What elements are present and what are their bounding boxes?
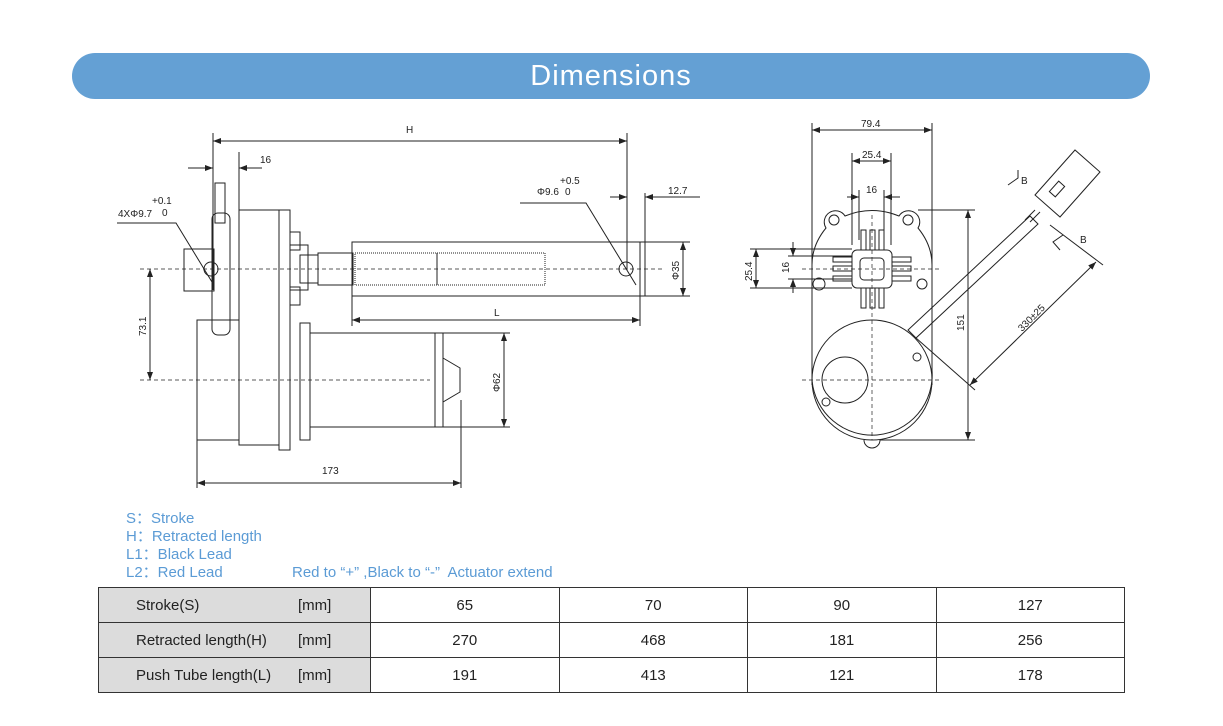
side-view-actuator [117,133,700,488]
dim-79-4-label: 79.4 [861,119,881,130]
mount-hole-tol-upper: +0.1 [152,196,172,207]
end-view-actuator [750,123,1104,449]
row-label: Retracted length(H) [98,622,298,658]
section-mark-b-1: B [1021,176,1028,187]
row-unit: [mm] [298,657,371,693]
table-cell: 70 [558,587,748,623]
table-row: Retracted length(H) [mm] 270 468 181 256 [98,622,1125,658]
table-row: Stroke(S) [mm] 65 70 90 127 [98,587,1125,623]
table-cell: 413 [558,657,748,693]
dim-25-4-left-label: 25.4 [744,261,755,281]
legend-item: L1：Black Lead [126,546,232,563]
rod-hole-tol-lower: 0 [565,187,571,198]
table-cell: 256 [935,622,1125,658]
rod-hole-label: Φ9.6 [537,187,559,198]
dim-151-label: 151 [956,314,967,331]
section-title-banner: Dimensions [72,53,1150,99]
table-cell: 65 [370,587,560,623]
dim-h-label: H [406,125,413,136]
dim-73-1-label: 73.1 [138,316,149,336]
table-cell: 127 [935,587,1125,623]
dim-cable-length-label: 330±25 [1016,302,1048,334]
section-title: Dimensions [530,59,692,92]
mount-hole-label: 4XΦ9.7 [118,209,153,220]
row-label: Stroke(S) [98,587,298,623]
dim-phi62-label: Φ62 [492,372,503,392]
row-unit: [mm] [298,587,371,623]
table-cell: 90 [747,587,937,623]
table-cell: 191 [370,657,560,693]
table-cell: 178 [935,657,1125,693]
table-cell: 270 [370,622,560,658]
section-mark-b-2: B [1080,235,1087,246]
table-row: Push Tube length(L) [mm] 191 413 121 178 [98,657,1125,693]
table-cell: 121 [747,657,937,693]
legend: S：Stroke H：Retracted length L1：Black Lea… [126,510,262,582]
dim-16-top-label: 16 [866,185,878,196]
legend-item: H：Retracted length [126,528,262,545]
table-cell: 181 [747,622,937,658]
dim-25-4-top-label: 25.4 [862,150,882,161]
row-label: Push Tube length(L) [98,657,298,693]
dim-16-label: 16 [260,155,272,166]
spec-table: Stroke(S) [mm] 65 70 90 127 Retracted le… [98,587,1125,693]
dim-l-label: L [494,308,500,319]
mount-hole-tol-lower: 0 [162,208,168,219]
dim-12-7-label: 12.7 [668,186,688,197]
rod-hole-tol-upper: +0.5 [560,176,580,187]
legend-item: S：Stroke [126,510,195,527]
dimension-drawing: H 16 4XΦ9.7 +0.1 0 Φ9.6 +0.5 0 12.7 Φ35 … [117,119,1104,488]
legend-item: L2：Red Lead [126,564,223,581]
table-cell: 468 [558,622,748,658]
dim-phi35-label: Φ35 [671,260,682,280]
dim-16-left-label: 16 [781,261,792,273]
row-unit: [mm] [298,622,371,658]
dim-173-label: 173 [322,466,339,477]
wiring-note: Red to “+” ,Black to “-” Actuator extend [292,564,553,581]
